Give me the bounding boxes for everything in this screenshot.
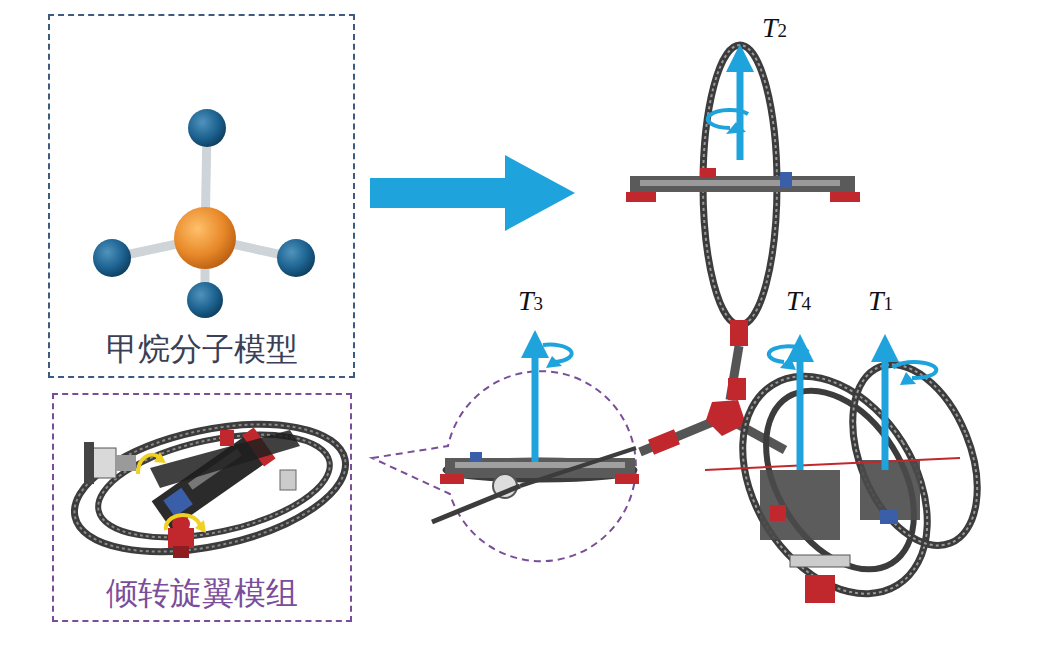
transform-arrow <box>370 155 575 231</box>
tilt-rotor-module <box>63 403 357 574</box>
dashed-panel: 甲烷分子模型 <box>48 14 355 378</box>
rotation-arrows <box>543 110 936 378</box>
callout-bubble <box>372 371 636 561</box>
methane-model <box>93 109 315 318</box>
panel-title: 甲烷分子模型 <box>50 330 353 368</box>
thrust-label: T1 <box>868 287 893 315</box>
thrust-arrows <box>521 44 899 470</box>
thrust-label: T2 <box>762 14 787 42</box>
drone-body <box>432 45 1002 627</box>
panel-title: 倾转旋翼模组 <box>54 574 350 612</box>
thrust-label: T3 <box>518 287 543 315</box>
thrust-label: T4 <box>786 287 811 315</box>
dashed-panel: 倾转旋翼模组 <box>52 393 352 622</box>
rotation-arrowheads <box>546 122 916 385</box>
